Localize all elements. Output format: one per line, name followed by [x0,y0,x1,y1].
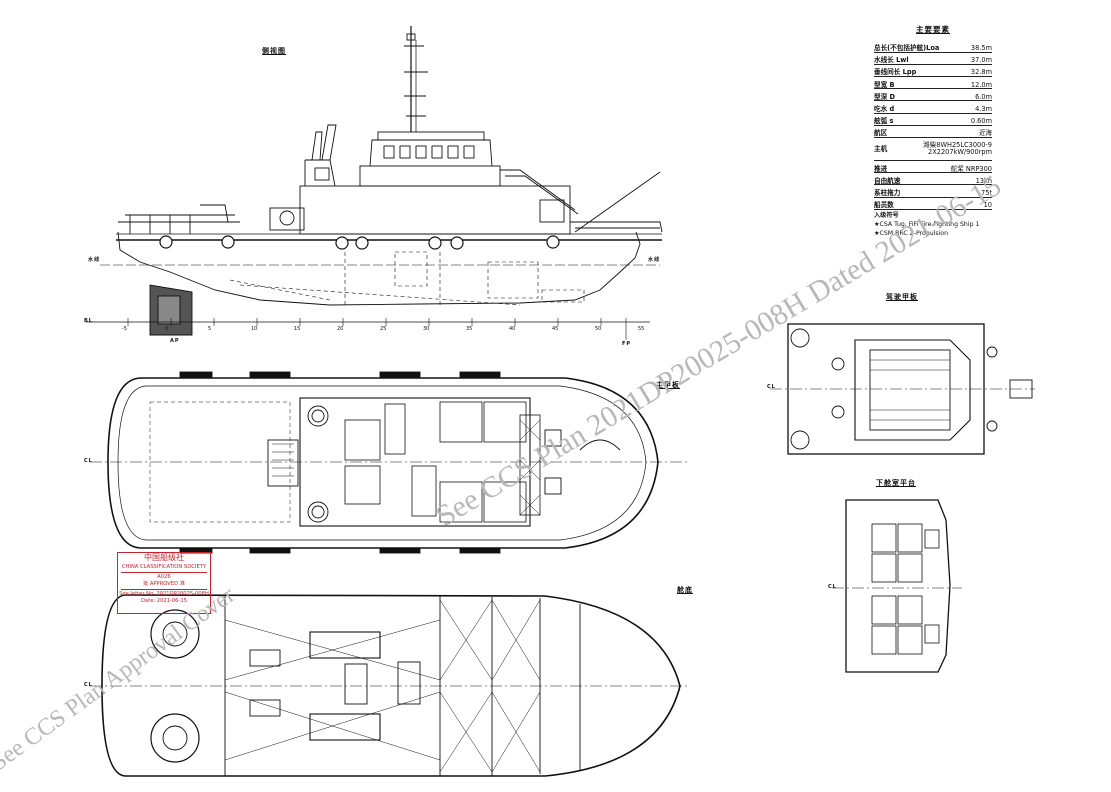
stamp-approved: 批 APPROVED 准 [143,580,185,587]
frame-tick: 20 [337,326,344,332]
main-deck-plan [90,371,690,554]
stamp-org-cn: 中国船级社 [144,553,184,562]
stamp-org-en: CHINA CLASSIFICATION SOCIETY [121,563,207,570]
nav-deck-title: 驾驶甲板 [886,293,918,301]
centerline-label-main: CL [84,458,93,464]
frame-scale: -5 0 5 10 15 20 25 30 35 40 45 50 55 [122,326,668,332]
class-notation-1: ★CSA Tug, FiFi Fire Fighting Ship 1 [874,220,980,228]
centerline-label-bottom: CL [84,682,93,688]
stamp-code: A026 [157,573,171,580]
fp-label: FP [622,341,632,347]
particulars-title: 主要要素 [916,25,950,34]
profile-title: 侧视图 [262,47,286,55]
propulsion-row: 推进舵桨 NRP300 [874,161,992,174]
bottom-plan [90,594,690,777]
main-deck-title: 主甲板 [656,381,680,389]
centerline-label-nav: CL [767,384,776,390]
frame-tick: 55 [638,326,645,332]
frame-tick: 5 [208,326,212,332]
centerline-label-lower: CL [828,584,837,590]
frame-tick: 30 [423,326,430,332]
frame-tick: 35 [466,326,473,332]
profile-view [86,26,663,340]
lower-deck-title: 下舱室平台 [876,479,916,487]
bottom-title: 舱底 [677,586,693,594]
stamp-letter: See letter No. 2021DP20025-008H [119,590,209,597]
frame-tick: 50 [595,326,602,332]
ap-label: AP [170,338,180,344]
baseline-label: BL [84,318,93,324]
class-notation-title: 入级符号 [874,211,899,219]
nav-deck-plan [770,323,1035,455]
frame-tick: 40 [509,326,516,332]
stamp-date: Date: 2021-06-15 [141,597,187,604]
waterline-label-aft: 水线 [88,257,101,263]
class-notation-2: ★CSM BRC Z-Propulsion [874,230,949,238]
frame-tick: 45 [552,326,559,332]
frame-tick: 0 [165,326,169,332]
frame-tick: 15 [294,326,301,332]
frame-tick: -5 [122,326,127,332]
waterline-label-fwd: 水线 [648,257,661,263]
frame-tick: 10 [251,326,258,332]
engine-model: 潍柴8WH25LC3000-9 [923,141,992,150]
lower-deck-plan [832,499,962,673]
approval-stamp: 中国船级社 CHINA CLASSIFICATION SOCIETY A026 … [117,552,211,614]
engine-power: 2X2207kW/900rpm [928,148,992,156]
particulars-row: 航区近海 [874,126,992,138]
frame-tick: 25 [380,326,387,332]
